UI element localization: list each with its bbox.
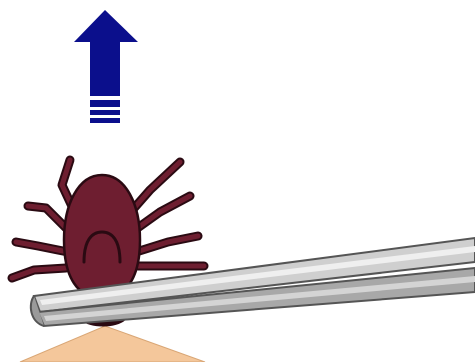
up-arrow-icon xyxy=(74,10,138,123)
skin-icon xyxy=(20,326,205,362)
